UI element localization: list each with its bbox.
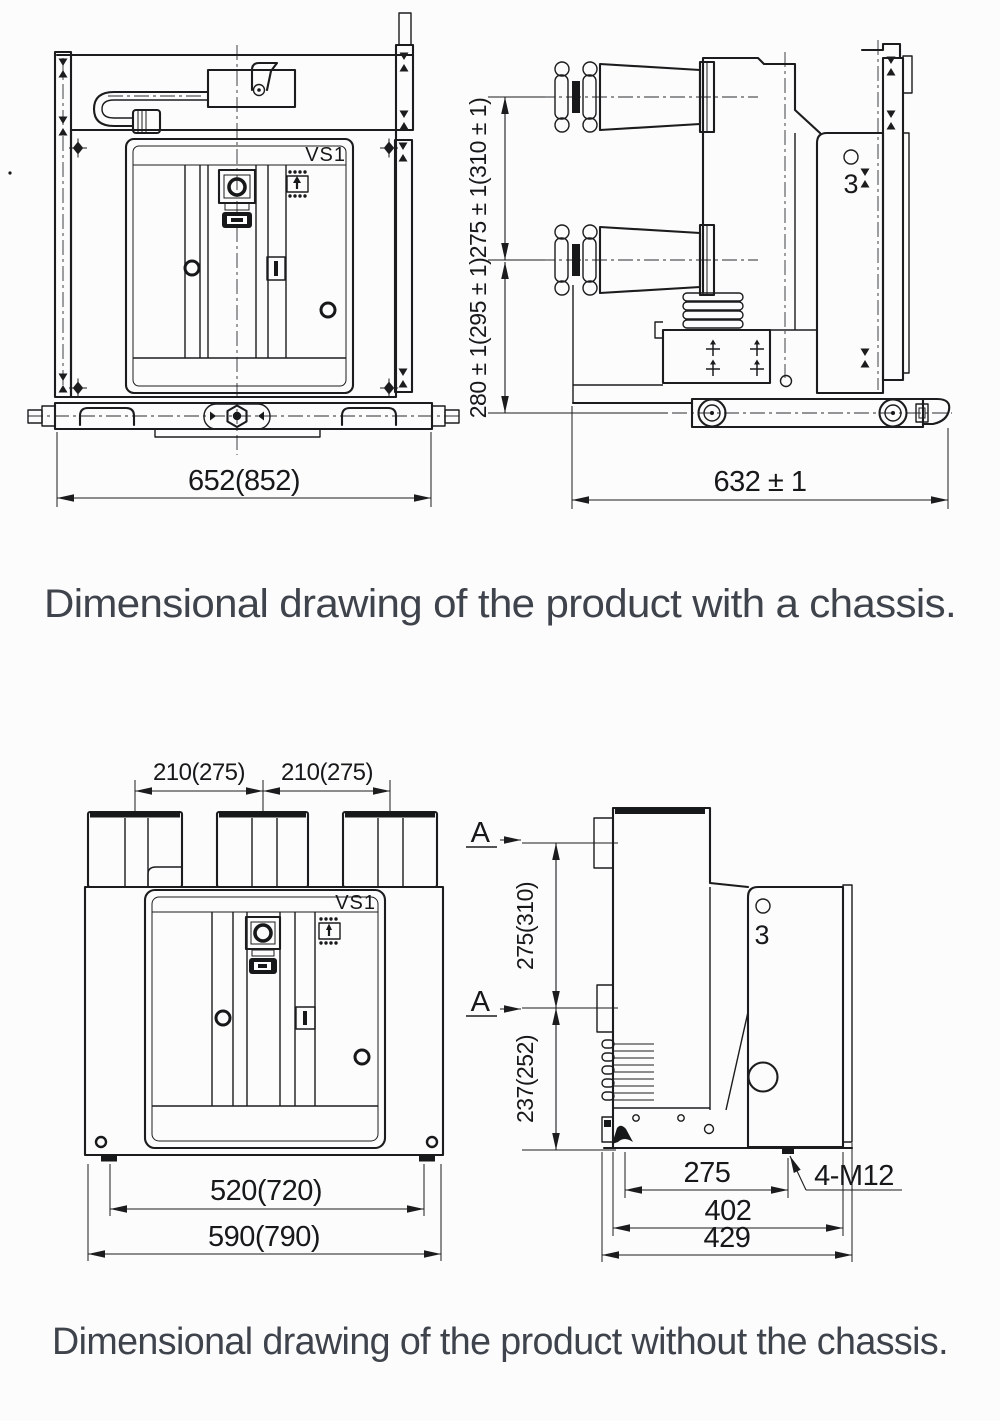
rear-wheel [878, 398, 908, 428]
dim-body-depth-text: 402 [705, 1195, 752, 1227]
pole-3 [341, 810, 439, 889]
base-bracket [601, 1107, 854, 1154]
panel-hole [319, 301, 337, 319]
dimension-depth-side: 632 ± 1 [571, 406, 949, 509]
caption-with-chassis: Dimensional drawing of the product with … [44, 582, 956, 626]
dim-pole-pitch-left-text: 210(275) [153, 759, 245, 786]
section-a-label: A [471, 986, 491, 1018]
model-label: VS1 [335, 892, 376, 914]
right-foot [419, 1155, 435, 1162]
large-hole [747, 1061, 779, 1093]
interlock-lever-box [206, 61, 297, 109]
dimension-depths: 275 4-M12 402 429 [601, 1143, 902, 1262]
side-view-with-chassis: 3 [465, 40, 952, 509]
rear-plate [881, 56, 905, 382]
breaker-side-body: 3 [593, 806, 854, 1154]
scan-artifact-dot [8, 171, 12, 175]
dimension-heights-side: 275 ± 1(310 ± 1) 280 ± 1(295 ± 1) [465, 96, 668, 418]
pole-2 [215, 810, 310, 889]
dim-overall-width-text: 590(790) [208, 1221, 320, 1253]
dim-lower-height-text: 280 ± 1(295 ± 1) [465, 258, 491, 418]
right-bolt [444, 409, 460, 424]
caption-without-chassis: Dimensional drawing of the product witho… [52, 1321, 948, 1363]
aux-round-button [183, 259, 201, 277]
aux-round-button [214, 1009, 232, 1027]
dimension-width-front: 652(852) [56, 432, 432, 507]
dim-width-text: 652(852) [188, 465, 300, 497]
front-wheel [697, 398, 727, 428]
pole-count-label: 3 [754, 920, 769, 950]
section-marker-a-top: A [466, 817, 521, 849]
bracket-hole [755, 898, 771, 914]
front-view-with-chassis: VS1 [27, 12, 460, 507]
section-marker-a-bottom: A [466, 986, 521, 1018]
position-indicator-slot [266, 256, 286, 281]
interlock-lever [250, 61, 279, 92]
position-indicator-slot [295, 1006, 316, 1030]
dim-depth-text: 632 ± 1 [713, 466, 806, 498]
pole-1 [86, 810, 184, 889]
breaker-side-body: 3 [571, 42, 913, 405]
breaker-body [69, 128, 398, 399]
charging-handle-socket [222, 212, 252, 228]
left-bolt [27, 409, 43, 424]
dim-mounting-depth-text: 275 [684, 1157, 731, 1189]
upper-bushing [554, 60, 716, 134]
mounting-bracket [815, 131, 885, 395]
dim-pole-pitch-right-text: 210(275) [281, 759, 373, 786]
chassis-rail [27, 401, 460, 438]
chassis-base [690, 397, 951, 429]
breaker-body [83, 885, 445, 1157]
dimension-heights-side: 275(310) 237(252) [512, 842, 618, 1151]
mounting-bracket [746, 885, 845, 1149]
thread-spec-text: 4-M12 [814, 1160, 894, 1192]
side-view-without-chassis: A A 3 [466, 806, 902, 1262]
dim-upper-height-text: 275 ± 1(310 ± 1) [465, 98, 491, 258]
mounting-hole-right [425, 1135, 439, 1149]
section-a-label: A [471, 817, 491, 849]
right-guide-rail [393, 138, 414, 394]
left-handle [78, 406, 136, 427]
charging-handle-socket [249, 958, 277, 974]
m12-stud [782, 1148, 794, 1154]
model-label: VS1 [305, 144, 346, 166]
front-panel-door: VS1 [143, 888, 387, 1150]
front-panel-door: VS1 [124, 137, 355, 395]
panel-hole [353, 1048, 371, 1066]
lower-bushing [554, 223, 716, 297]
front-view-without-chassis: 210(275) 210(275) [83, 759, 445, 1261]
round-pushbutton [244, 915, 282, 951]
left-foot [101, 1155, 117, 1162]
pole-count-label: 3 [843, 169, 858, 199]
mounting-hole-left [94, 1135, 108, 1149]
dim-lower-height-text: 237(252) [512, 1035, 538, 1123]
dimension-pole-pitch: 210(275) 210(275) [134, 759, 391, 812]
interlock-cable-loop [92, 90, 210, 135]
bracket-hole [843, 149, 859, 165]
spring-state-indicator-icon [318, 917, 341, 945]
dimension-mounting-width: 520(720) [109, 1164, 425, 1216]
center-hex-screw [226, 404, 248, 429]
support-box [661, 328, 772, 385]
dim-overall-depth-text: 429 [704, 1222, 751, 1254]
rear-plate [842, 884, 853, 1143]
right-handle [340, 406, 398, 427]
spring-state-indicator-icon [286, 170, 309, 198]
interlock-lever [612, 1125, 633, 1144]
insulator-fins [601, 1039, 654, 1101]
dimension-overall-width: 590(790) [87, 1164, 442, 1261]
dim-mounting-width-text: 520(720) [210, 1175, 322, 1207]
latch-hook [921, 397, 951, 426]
dim-upper-height-text: 275(310) [512, 882, 538, 970]
